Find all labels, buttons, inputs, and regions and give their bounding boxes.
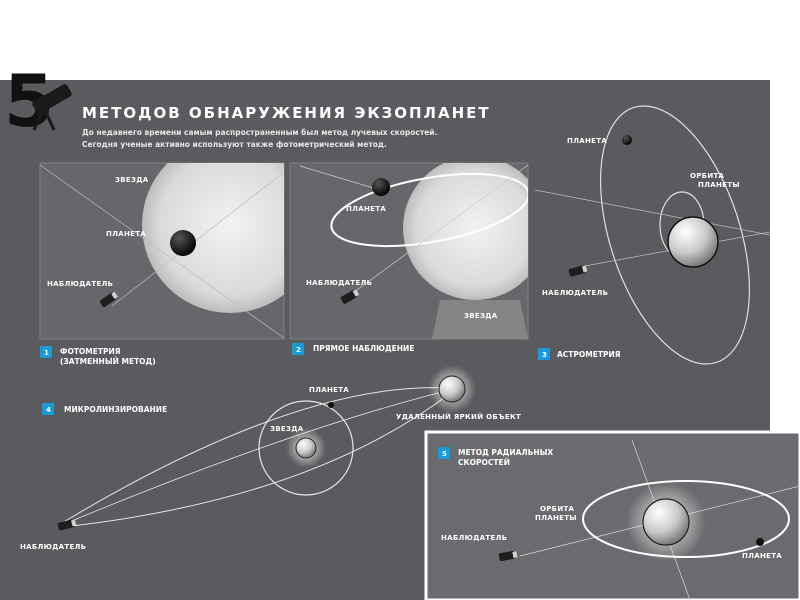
panel-photometry: ЗВЕЗДА ПЛАНЕТА НАБЛЮДАТЕЛЬ 1 ФОТОМЕТРИЯ … bbox=[39, 162, 285, 366]
orbit-label-line1: ОРБИТА bbox=[690, 172, 725, 180]
panel-direct-observation: ПЛАНЕТА НАБЛЮДАТЕЛЬ ЗВЕЗДА 2 ПРЯМОЕ НАБЛ… bbox=[289, 162, 529, 355]
badge bbox=[292, 343, 304, 355]
caption: АСТРОМЕТРИЯ bbox=[557, 350, 621, 359]
star-disc bbox=[667, 216, 719, 268]
planet-orbit-large bbox=[599, 105, 751, 365]
planet-label: ПЛАНЕТА bbox=[346, 205, 386, 213]
planet-orbit bbox=[258, 400, 354, 496]
telescope-icon bbox=[32, 84, 72, 131]
light-ray-upper bbox=[61, 387, 451, 524]
planet-dot bbox=[756, 538, 764, 546]
panel-microlensing: 4 МИКРОЛИНЗИРОВАНИЕ ПЛАНЕТА ЗВЕЗДА УДАЛЕ… bbox=[20, 365, 521, 551]
telescope-icon bbox=[498, 550, 518, 562]
observer-label: НАБЛЮДАТЕЛЬ bbox=[306, 279, 372, 287]
star-disc bbox=[142, 163, 284, 313]
header-subtitle-line2: Сегодня ученые активно используют также … bbox=[82, 140, 387, 149]
telescope-icon bbox=[57, 519, 77, 531]
planet-dot bbox=[372, 178, 390, 196]
badge-number: 4 bbox=[46, 406, 51, 414]
header-subtitle-line1: До недавнего времени самым распространен… bbox=[82, 128, 438, 137]
light-ray-middle bbox=[61, 389, 451, 526]
caption-line1: МЕТОД РАДИАЛЬНЫХ bbox=[458, 448, 553, 457]
caption: МИКРОЛИНЗИРОВАНИЕ bbox=[64, 405, 167, 414]
telescope-icon bbox=[340, 289, 360, 304]
badge-number: 3 bbox=[542, 351, 547, 359]
observer-label: НАБЛЮДАТЕЛЬ bbox=[542, 289, 608, 297]
header-title: МЕТОДОВ ОБНАРУЖЕНИЯ ЭКЗОПЛАНЕТ bbox=[82, 104, 491, 122]
light-ray-lower bbox=[61, 391, 453, 528]
badge bbox=[438, 447, 450, 459]
planet-orbit bbox=[582, 480, 790, 558]
caption: ПРЯМОЕ НАБЛЮДЕНИЕ bbox=[313, 344, 414, 353]
star-label: ЗВЕЗДА bbox=[464, 312, 498, 320]
observer-label: НАБЛЮДАТЕЛЬ bbox=[47, 280, 113, 288]
far-object-disc bbox=[438, 375, 466, 403]
star-disc bbox=[403, 163, 528, 300]
orbit-label-line2: ПЛАНЕТЫ bbox=[698, 181, 740, 189]
panel-radial-velocity: 5 МЕТОД РАДИАЛЬНЫХ СКОРОСТЕЙ ОРБИТА ПЛАН… bbox=[424, 430, 800, 600]
caption-line1: ФОТОМЕТРИЯ bbox=[60, 347, 121, 356]
orbit-label-line2: ПЛАНЕТЫ bbox=[535, 514, 577, 522]
planet-orbit bbox=[330, 173, 528, 247]
badge-number: 1 bbox=[44, 349, 49, 357]
panel-astrometry: ПЛАНЕТА ОРБИТА ПЛАНЕТЫ НАБЛЮДАТЕЛЬ 3 АСТ… bbox=[534, 105, 771, 365]
far-object-label: УДАЛЕННЫЙ ЯРКИЙ ОБЪЕКТ bbox=[396, 412, 521, 421]
badge bbox=[40, 346, 52, 358]
badge bbox=[538, 348, 550, 360]
badge-number: 5 bbox=[442, 450, 447, 458]
star-disc bbox=[295, 437, 317, 459]
planet-dot bbox=[328, 402, 334, 408]
star-label: ЗВЕЗДА bbox=[115, 176, 149, 184]
star-disc bbox=[642, 498, 690, 546]
badge-number: 2 bbox=[296, 346, 301, 354]
caption-line2: (ЗАТМЕННЫЙ МЕТОД) bbox=[60, 357, 156, 366]
planet-label: ПЛАНЕТА bbox=[309, 386, 349, 394]
planet-label: ПЛАНЕТА bbox=[106, 230, 146, 238]
planet-dot bbox=[170, 230, 196, 256]
badge bbox=[42, 403, 54, 415]
planet-label: ПЛАНЕТА bbox=[567, 137, 607, 145]
observer-label: НАБЛЮДАТЕЛЬ bbox=[20, 543, 86, 551]
telescope-icon bbox=[99, 291, 118, 308]
observer-label: НАБЛЮДАТЕЛЬ bbox=[441, 534, 507, 542]
panel-box bbox=[424, 430, 800, 600]
star-label: ЗВЕЗДА bbox=[270, 425, 304, 433]
telescope-icon bbox=[568, 265, 588, 277]
planet-label: ПЛАНЕТА bbox=[742, 552, 782, 560]
caption-line2: СКОРОСТЕЙ bbox=[458, 458, 510, 467]
orbit-label-line1: ОРБИТА bbox=[540, 505, 575, 513]
planet-dot bbox=[622, 135, 632, 145]
